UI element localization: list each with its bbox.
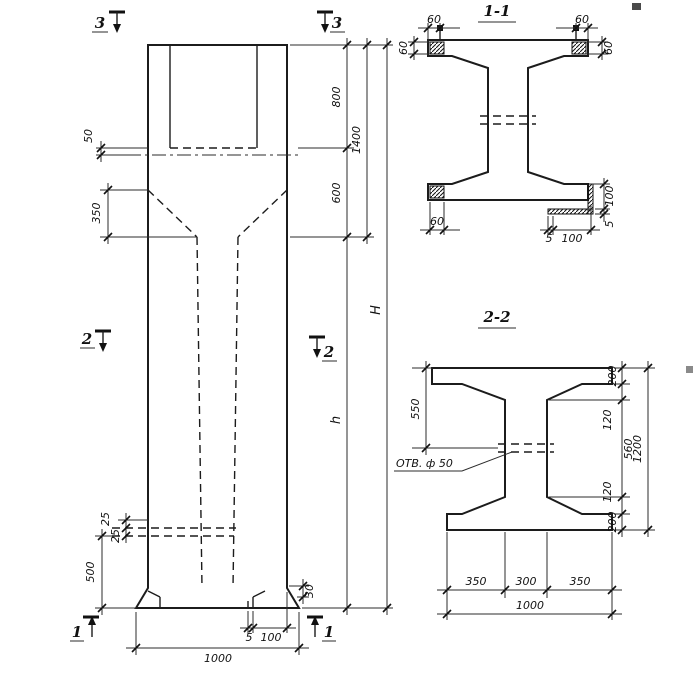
dim-1400-label: 1400 — [350, 126, 363, 154]
dim-h-label: h — [329, 416, 344, 424]
marker-1-right-label: 1 — [324, 623, 334, 641]
dim-25-lower-label: 25 — [109, 529, 122, 543]
foot-detail-left — [147, 590, 161, 608]
dim-600-label: 600 — [330, 183, 343, 204]
extension-lines — [95, 44, 393, 655]
hole-hidden-lines — [498, 443, 554, 453]
marker-arrow-icon — [113, 24, 121, 33]
section-marker-3-left: 3 — [92, 10, 125, 33]
marker-1-left-label: 1 — [72, 623, 82, 641]
dim-60-top-right-label: 60 — [575, 13, 589, 26]
hole-leader-line — [394, 451, 513, 472]
section-marker-1-right: 1 — [307, 615, 336, 642]
web-hidden-lines — [196, 236, 239, 589]
section-marker-2-right: 2 — [309, 335, 337, 362]
dim-500-label: 500 — [84, 562, 97, 583]
marker-arrow-icon — [321, 24, 329, 33]
dim-200-bottom-label: 200 — [606, 512, 619, 533]
dim-120-bottom-label: 120 — [601, 482, 614, 503]
elevation-view: 50 350 25 25 500 800 600 1400 H h 1000 5… — [70, 10, 393, 665]
beam-outline-2-2 — [431, 367, 613, 531]
marker-2-left-label: 2 — [81, 330, 92, 348]
dim-350-right-label: 350 — [570, 575, 591, 588]
marker-arrow-icon — [311, 616, 319, 625]
dim-550-label: 550 — [409, 399, 422, 420]
dim-5-bottom-label: 5 — [546, 232, 553, 245]
dimension-lines-2-2 — [425, 361, 649, 615]
section-2-2-view: 2-2 ОТВ. ф 50 550 200 120 560 120 200 12… — [394, 308, 655, 620]
dimension-ticks — [96, 40, 392, 653]
dim-1200-label: 1200 — [631, 435, 644, 463]
extension-lines-1-1 — [408, 23, 610, 235]
beam-outline-1-1 — [427, 39, 589, 201]
marker-arrow-icon — [313, 349, 321, 358]
scan-artifact — [632, 3, 641, 10]
section-title-1-1: 1-1 — [483, 2, 510, 20]
dim-100-right-label: 100 — [603, 186, 616, 207]
embedded-plate-bottom-left — [429, 185, 445, 199]
dimension-ticks-1-1 — [409, 23, 609, 235]
dim-120-top-label: 120 — [601, 410, 614, 431]
marker-2-right-label: 2 — [323, 343, 334, 361]
dim-200-top-label: 200 — [606, 366, 619, 387]
dim-350-left-label: 350 — [466, 575, 487, 588]
embedded-plate-top-left — [429, 41, 445, 55]
dim-350-label: 350 — [90, 203, 103, 224]
foot-detail-right — [247, 590, 266, 608]
marker-arrow-icon — [88, 616, 96, 625]
dim-5-right-label: 5 — [603, 221, 616, 228]
angle-plate-horizontal-leg — [547, 208, 594, 215]
column-outline — [134, 44, 301, 609]
dim-100-bottom-label: 100 — [562, 232, 583, 245]
dim-560-label: 560 — [622, 439, 635, 460]
section-title-2-2: 2-2 — [482, 308, 510, 326]
dim-60-right-label: 60 — [602, 41, 615, 55]
section-marker-1-left: 1 — [70, 615, 99, 642]
dim-60-bottom-label: 60 — [430, 215, 444, 228]
embedded-plate-top-right — [571, 41, 587, 55]
hole-label: ОТВ. ф 50 — [396, 457, 453, 470]
pipe-hidden-lines — [112, 527, 236, 537]
web-hidden-lines-1-1 — [480, 115, 536, 125]
dim-H-label: H — [369, 305, 384, 315]
dim-50-label: 50 — [82, 129, 95, 143]
dimension-ticks-2-2 — [421, 363, 653, 619]
section-marker-2-left: 2 — [80, 329, 111, 352]
marker-3-left-label: 3 — [95, 14, 105, 32]
marker-arrow-icon — [99, 343, 107, 352]
dim-60-top-left-label: 60 — [427, 13, 441, 26]
dim-300-label: 300 — [516, 575, 537, 588]
dim-60-left-label: 60 — [397, 41, 410, 55]
taper-hidden-lines — [147, 189, 288, 238]
dim-1000-label: 1000 — [204, 652, 232, 665]
scan-artifact — [686, 366, 693, 373]
section-marker-3-right: 3 — [317, 10, 345, 33]
marker-3-right-label: 3 — [332, 14, 342, 32]
dim-100-label: 100 — [261, 631, 282, 644]
dim-30-label: 30 — [303, 584, 316, 598]
dim-1000-label: 1000 — [516, 599, 544, 612]
top-slot-lines — [169, 45, 258, 148]
dimension-lines — [100, 38, 388, 649]
anchor-stems — [439, 30, 577, 40]
section-1-1-view: 1-1 60 60 60 60 60 5 100 100 5 — [397, 2, 616, 245]
dim-800-label: 800 — [330, 87, 343, 108]
dim-25-upper-label: 25 — [99, 512, 112, 526]
dim-5-label: 5 — [246, 631, 253, 644]
